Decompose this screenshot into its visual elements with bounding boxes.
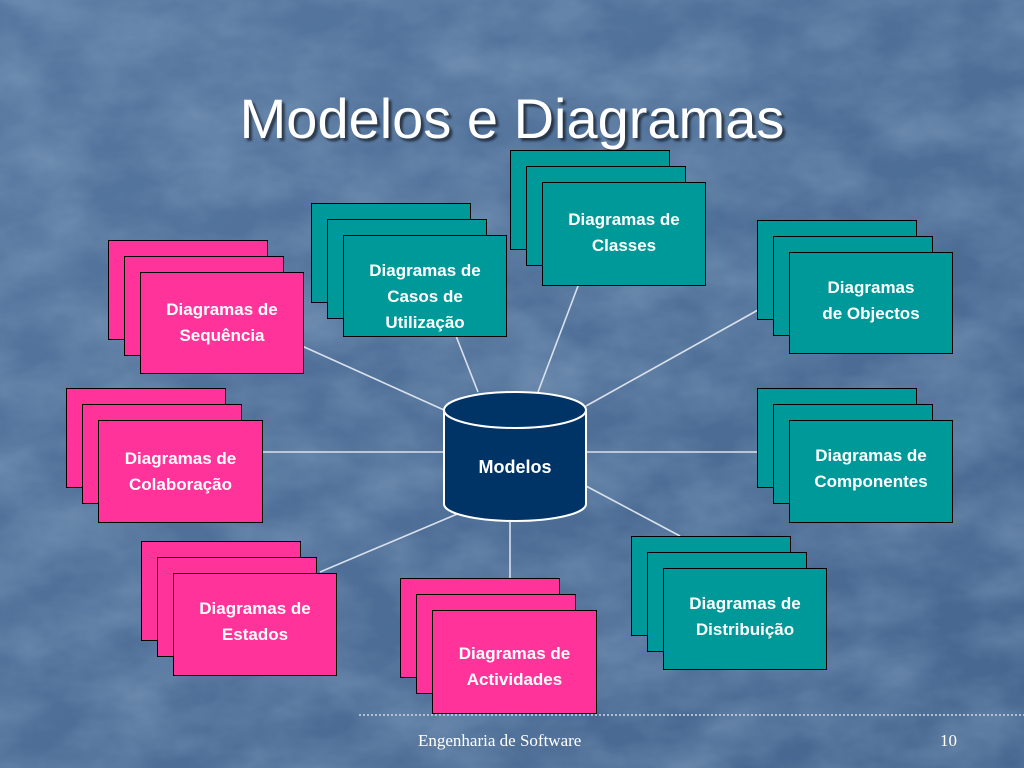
diagram-label-colaboracao: Diagramas de Colaboração — [124, 448, 237, 494]
page-number: 10 — [940, 731, 957, 750]
connector-casos-de-utilizacao — [455, 335, 479, 393]
diagram-stack-componentes: Diagramas de Componentes — [757, 388, 953, 523]
diagram-card-estados: Diagramas de Estados — [173, 573, 337, 676]
diagram-label-objectos: Diagramas de Objectos — [822, 278, 920, 323]
diagram-card-componentes: Diagramas de Componentes — [789, 420, 953, 523]
diagram-card-objectos: Diagramas de Objectos — [789, 252, 953, 354]
diagram-card-colaboracao: Diagramas de Colaboração — [98, 420, 263, 523]
diagram-stack-objectos: Diagramas de Objectos — [757, 220, 953, 354]
connector-distribuicao — [585, 485, 681, 537]
diagram-card-classes: Diagramas de Classes — [542, 182, 706, 286]
diagram-stack-distribuicao: Diagramas de Distribuição — [631, 536, 827, 670]
footer-dotted-divider — [358, 713, 1024, 717]
connector-sequencia — [301, 345, 445, 411]
diagram-card-casos-de-utilizacao: Diagramas de Casos de Utilização — [343, 235, 507, 337]
diagram-label-casos-de-utilizacao: Diagramas de Casos de Utilização — [369, 261, 481, 332]
diagram-card-sequencia: Diagramas de Sequência — [140, 272, 304, 374]
connector-objectos — [585, 309, 759, 407]
diagram-card-actividades: Diagramas de Actividades — [432, 610, 597, 714]
footer-text: Engenharia de Software — [418, 731, 582, 750]
diagram-label-sequencia: Diagramas de Sequência — [166, 300, 278, 345]
diagram-label-estados: Diagramas de Estados — [199, 599, 311, 644]
diagram-stack-sequencia: Diagramas de Sequência — [108, 240, 304, 374]
database-label: Modelos — [478, 457, 552, 477]
diagram-stack-casos-de-utilizacao: Diagramas de Casos de Utilização — [311, 203, 507, 337]
diagram-label-componentes: Diagramas de Componentes — [814, 446, 928, 491]
diagram-label-classes: Diagramas de Classes — [568, 210, 680, 255]
diagram-label-distribuicao: Diagramas de Distribuição — [689, 594, 801, 639]
diagram-card-distribuicao: Diagramas de Distribuição — [663, 568, 827, 670]
diagram-stack-classes: Diagramas de Classes — [510, 150, 706, 286]
slide-title: Modelos e Diagramas — [239, 87, 785, 150]
diagram-stack-estados: Diagramas de Estados — [141, 541, 337, 676]
connector-estados — [319, 511, 463, 573]
diagram-stack-actividades: Diagramas de Actividades — [400, 578, 597, 714]
diagram-label-actividades: Diagramas de Actividades — [458, 644, 571, 689]
diagram-stack-colaboracao: Diagramas de Colaboração — [66, 388, 263, 523]
connector-classes — [537, 285, 579, 393]
